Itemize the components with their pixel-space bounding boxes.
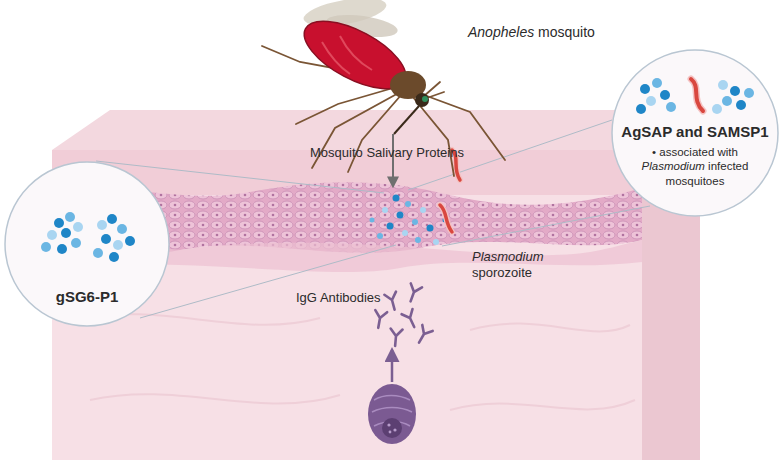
sporozoite	[691, 79, 703, 111]
protein-dot	[107, 214, 117, 224]
secretion-arrow	[391, 350, 394, 382]
callout-circle: gSG6-P1	[4, 161, 170, 327]
illustration-label: Anopheles mosquito	[468, 24, 638, 42]
protein-dot	[744, 88, 754, 98]
protein-dot	[93, 248, 103, 258]
protein-dot	[652, 78, 662, 88]
protein-dot	[65, 212, 75, 222]
skin-top	[52, 110, 700, 150]
protein-dot	[101, 234, 111, 244]
callout-circle: AgSAP and SAMSP1 • associated with Plasmo…	[611, 49, 779, 217]
protein-dot	[117, 224, 127, 234]
protein-dot	[109, 252, 119, 262]
protein-dot	[666, 102, 676, 112]
protein-dot	[97, 220, 107, 230]
protein-dot	[660, 90, 670, 100]
illustration-label: Plasmodium sporozoite	[472, 249, 562, 282]
protein-dot	[646, 96, 656, 106]
protein-dot	[712, 104, 722, 114]
illustration-label: Mosquito Salivary Proteins	[310, 145, 500, 161]
bite-arrow	[392, 134, 394, 186]
protein-dot	[41, 242, 51, 252]
sporozoite	[440, 205, 452, 232]
protein-dot	[640, 84, 650, 94]
protein-dot	[73, 222, 83, 232]
protein-dot	[718, 80, 728, 90]
circle-heading: gSG6-P1	[4, 288, 170, 307]
illustration-label: IgG Antibodies	[296, 290, 406, 306]
protein-dot	[54, 218, 64, 228]
protein-dot	[47, 230, 57, 240]
protein-dot	[736, 100, 746, 110]
protein-dot	[125, 236, 135, 246]
antibodies	[372, 283, 432, 346]
circle-heading: AgSAP and SAMSP1	[611, 123, 779, 142]
plasma-cell	[368, 384, 416, 444]
protein-dot	[636, 104, 646, 114]
protein-dot	[722, 96, 732, 106]
leader-line	[408, 120, 612, 190]
protein-dot	[113, 240, 123, 250]
leader-line	[140, 245, 396, 318]
circle-note: • associated with Plasmodium infected mo…	[611, 145, 779, 188]
protein-dot	[57, 244, 67, 254]
dermis-fibers	[80, 314, 635, 410]
leader-line	[442, 206, 650, 246]
salivary-proteins	[370, 195, 448, 246]
protein-dot	[61, 228, 71, 238]
protein-dot	[730, 86, 740, 96]
protein-dot	[71, 238, 81, 248]
